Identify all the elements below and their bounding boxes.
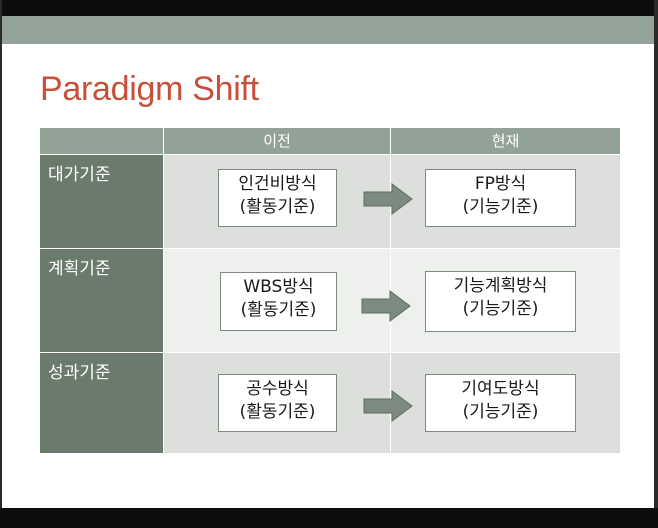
before-method-name: WBS방식 <box>243 277 314 297</box>
row-separator <box>40 248 620 249</box>
before-method-basis: (활동기준) <box>239 402 316 422</box>
right-arrow-icon <box>363 183 413 215</box>
before-method-basis: (활동기준) <box>240 300 317 320</box>
table-row-performance-basis: 성과기준 공수방식 (활동기준) 기여도방식 (기능기준) <box>40 353 620 453</box>
current-method-name: FP방식 <box>474 174 527 194</box>
window-frame-right <box>654 0 658 528</box>
current-method-basis: (기능기준) <box>462 299 539 319</box>
before-method-name: 공수방식 <box>246 379 309 399</box>
window-frame-top <box>0 0 658 16</box>
right-arrow-icon <box>363 390 413 422</box>
current-method-basis: (기능기준) <box>462 402 539 422</box>
window-frame-left <box>0 0 2 528</box>
before-method-box: 인건비방식 (활동기준) <box>218 169 337 227</box>
header-cell-empty <box>40 128 163 154</box>
before-method-box: WBS방식 (활동기준) <box>220 272 337 331</box>
row-label: 계획기준 <box>48 259 111 279</box>
row-label-cell: 대가기준 <box>40 155 163 248</box>
current-method-box: 기능계획방식 (기능기준) <box>425 271 576 332</box>
slide-title: Paradigm Shift <box>40 70 259 108</box>
current-method-name: 기여도방식 <box>461 379 540 399</box>
table-row-price-basis: 대가기준 인건비방식 (활동기준) FP방식 (기능기준) <box>40 155 620 248</box>
window-frame-bottom <box>0 508 658 528</box>
comparison-table: 이전 현재 대가기준 인건비방식 (활동기준) FP방식 (기능기준) <box>40 128 620 453</box>
header-cell-current: 현재 <box>391 128 620 154</box>
slide-top-band <box>2 16 654 44</box>
row-label-cell: 계획기준 <box>40 249 163 352</box>
row-separator <box>40 352 620 353</box>
row-label-cell: 성과기준 <box>40 353 163 453</box>
before-method-box: 공수방식 (활동기준) <box>218 374 337 432</box>
row-label: 성과기준 <box>48 363 111 383</box>
before-method-basis: (활동기준) <box>239 197 316 217</box>
current-method-basis: (기능기준) <box>462 197 539 217</box>
header-cell-before: 이전 <box>164 128 390 154</box>
row-label: 대가기준 <box>48 165 111 185</box>
current-method-box: 기여도방식 (기능기준) <box>425 374 576 432</box>
current-method-box: FP방식 (기능기준) <box>425 169 576 227</box>
current-method-name: 기능계획방식 <box>453 276 548 296</box>
right-arrow-icon <box>361 290 411 322</box>
table-row-plan-basis: 계획기준 WBS방식 (활동기준) 기능계획방식 (기능기준) <box>40 249 620 352</box>
slide: Paradigm Shift 이전 현재 대가기준 인건비방식 (활동기준) F… <box>2 16 654 520</box>
before-method-name: 인건비방식 <box>238 174 317 194</box>
